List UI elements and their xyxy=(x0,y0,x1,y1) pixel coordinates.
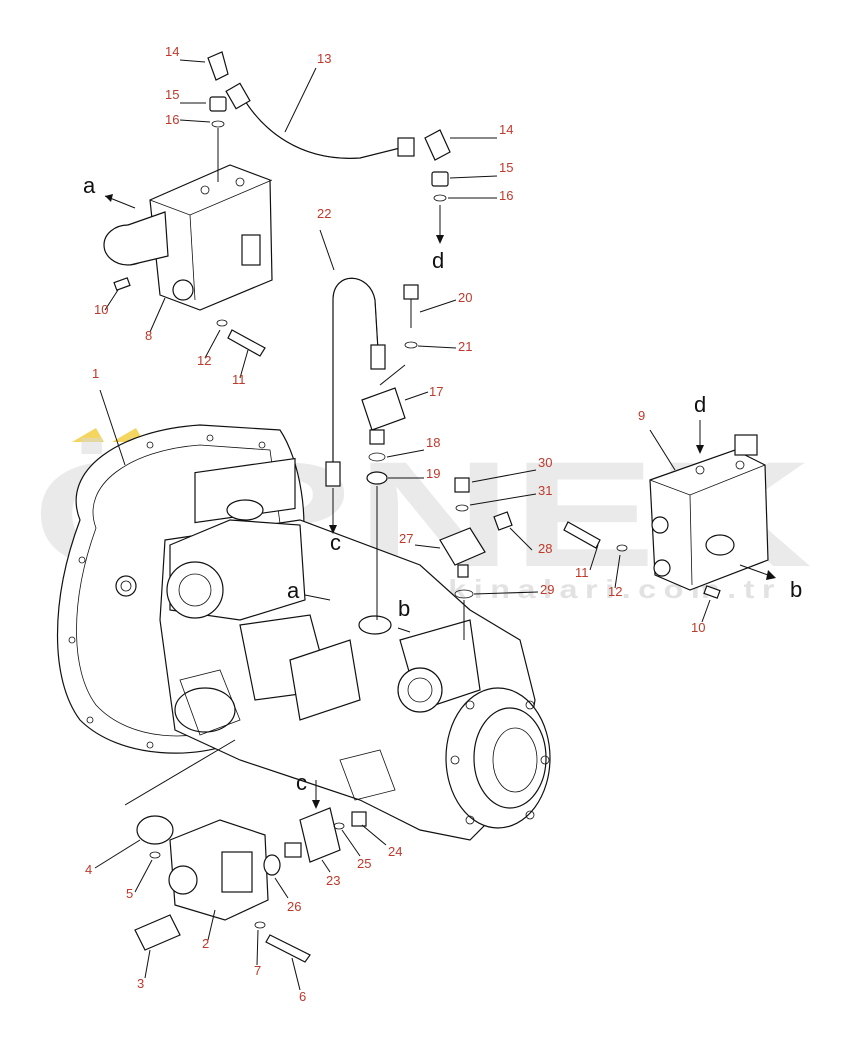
part-label-10: 10 xyxy=(94,302,108,317)
part-number-labels: 1415161314151622202117181930312728291081… xyxy=(85,44,705,1004)
connection-letter-a: a xyxy=(83,173,96,198)
part-label-15: 15 xyxy=(165,87,179,102)
part-label-5: 5 xyxy=(126,886,133,901)
part-label-22: 22 xyxy=(317,206,331,221)
part-label-25: 25 xyxy=(357,856,371,871)
part-label-17: 17 xyxy=(429,384,443,399)
part-label-1: 1 xyxy=(92,366,99,381)
part-label-23: 23 xyxy=(326,873,340,888)
part-label-4: 4 xyxy=(85,862,92,877)
part-label-21: 21 xyxy=(458,339,472,354)
part-label-3: 3 xyxy=(137,976,144,991)
connection-letter-c: c xyxy=(330,530,341,555)
connection-letter-d: d xyxy=(694,392,706,417)
connection-letter-c: c xyxy=(296,770,307,795)
part-label-16: 16 xyxy=(499,188,513,203)
connection-letters: a d c a b d b c xyxy=(83,173,802,795)
part-label-2: 2 xyxy=(202,936,209,951)
part-label-26: 26 xyxy=(287,899,301,914)
part-label-14: 14 xyxy=(165,44,179,59)
part-label-28: 28 xyxy=(538,541,552,556)
fittings-right xyxy=(424,129,451,244)
part-label-10: 10 xyxy=(691,620,705,635)
connection-letter-b: b xyxy=(790,577,802,602)
leader-lines xyxy=(94,59,711,991)
connection-letter-b: b xyxy=(398,596,410,621)
part-label-12: 12 xyxy=(608,584,622,599)
part-label-9: 9 xyxy=(638,408,645,423)
watermark-accent-mark xyxy=(72,428,104,442)
part-label-15: 15 xyxy=(499,160,513,175)
part-label-27: 27 xyxy=(399,531,413,546)
part-label-19: 19 xyxy=(426,466,440,481)
main-pump-body xyxy=(159,457,551,841)
valve-27-stack xyxy=(439,477,513,640)
part-label-8: 8 xyxy=(145,328,152,343)
relief-valve-23 xyxy=(284,780,367,863)
part-label-6: 6 xyxy=(299,989,306,1004)
fittings-left xyxy=(207,51,229,182)
bolts-right xyxy=(563,521,776,599)
part-label-18: 18 xyxy=(426,435,440,450)
hose-13 xyxy=(225,82,415,159)
connection-letter-d: d xyxy=(432,248,444,273)
servo-valve-right xyxy=(649,434,769,591)
direction-arrows xyxy=(104,194,704,633)
block-17-stack xyxy=(361,284,419,620)
servo-valve-left xyxy=(103,164,273,311)
part-label-13: 13 xyxy=(317,51,331,66)
part-label-20: 20 xyxy=(458,290,472,305)
gear-pump-lower xyxy=(124,739,311,963)
part-label-11: 11 xyxy=(232,372,246,387)
tube-22 xyxy=(325,277,386,534)
part-label-14: 14 xyxy=(499,122,513,137)
part-label-16: 16 xyxy=(165,112,179,127)
bolts-left xyxy=(113,277,266,357)
part-label-11: 11 xyxy=(575,565,589,580)
part-label-7: 7 xyxy=(254,963,261,978)
part-label-29: 29 xyxy=(540,582,554,597)
part-label-24: 24 xyxy=(388,844,402,859)
connection-letter-a: a xyxy=(287,578,300,603)
part-label-30: 30 xyxy=(538,455,552,470)
part-label-31: 31 xyxy=(538,483,552,498)
part-label-12: 12 xyxy=(197,353,211,368)
